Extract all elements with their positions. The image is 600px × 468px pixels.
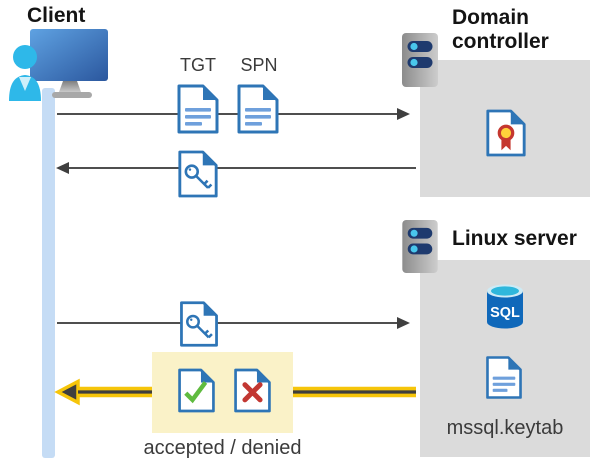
cross-icon — [242, 382, 263, 403]
domain-controller-label: Domain controller — [452, 6, 549, 53]
denied-document-icon — [234, 368, 271, 413]
arrow-tgt-spn-request — [57, 108, 410, 120]
certificate-seal — [497, 124, 515, 142]
person-collar — [19, 77, 31, 91]
monitor-screen — [30, 29, 108, 81]
client-icon — [9, 29, 108, 101]
domain-controller-server-icon — [402, 33, 438, 87]
tgt-label: TGT — [180, 55, 216, 75]
arrow-ticket-to-linux — [57, 317, 410, 329]
accepted-document-icon — [178, 368, 215, 413]
spn-document-icon — [237, 84, 279, 134]
client-lifeline — [42, 88, 55, 458]
linux-server-label: Linux server — [452, 227, 577, 250]
person-head — [13, 45, 37, 69]
check-icon — [184, 381, 208, 404]
keytab-label: mssql.keytab — [446, 417, 564, 439]
keytab-document-icon — [486, 356, 522, 399]
tgt-document-icon — [177, 84, 219, 134]
sql-label: SQL — [490, 305, 520, 321]
client-label: Client — [27, 4, 86, 27]
certificate-icon — [486, 109, 526, 157]
key-document-icon-dc — [178, 150, 218, 198]
sql-database-icon: SQL — [487, 284, 523, 329]
monitor-base — [52, 92, 92, 98]
spn-label: SPN — [240, 55, 278, 75]
monitor-stand — [59, 81, 81, 92]
linux-server-icon — [402, 219, 438, 274]
result-label: accepted / denied — [143, 437, 302, 459]
key-document-icon-linux — [180, 301, 218, 347]
arrow-ticket-response — [56, 162, 416, 174]
